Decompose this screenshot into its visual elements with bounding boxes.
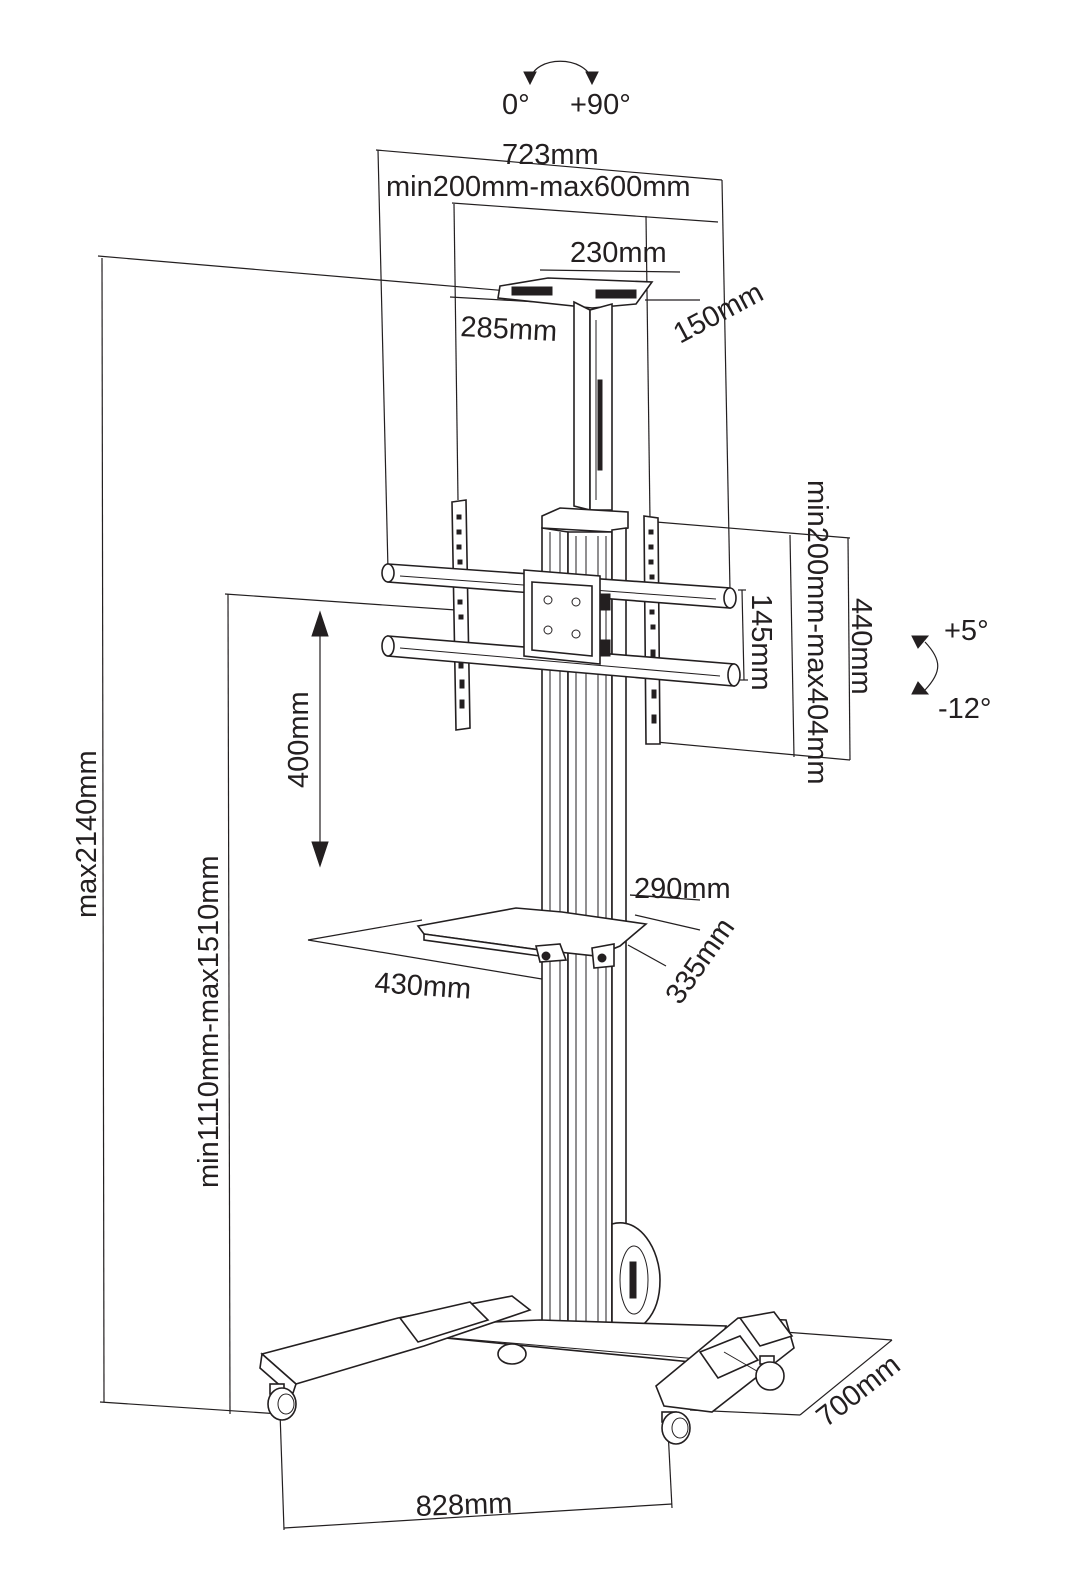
- caster-front-right: [661, 1411, 691, 1445]
- label-vesa-horizontal: min200mm-max600mm: [386, 171, 691, 203]
- top-plate: [497, 277, 654, 309]
- rotation-90-label: +90°: [570, 89, 631, 121]
- rotation-arrow-right-icon: [585, 71, 599, 86]
- upper-column: [573, 300, 613, 512]
- rotation-arrow-left-icon: [523, 71, 537, 86]
- tilt-indicator: +5° -12°: [911, 615, 992, 725]
- rotation-arc-icon: [529, 60, 593, 81]
- dimension-labels: 723mm min200mm-max600mm 230mm 150mm 285m…: [71, 139, 907, 1523]
- tilt-up-label: +5°: [944, 615, 989, 647]
- label-440mm: 440mm: [845, 598, 877, 695]
- label-828mm: 828mm: [415, 1488, 513, 1523]
- label-max2140mm: max2140mm: [71, 750, 103, 918]
- caster-rear-left: [497, 1343, 527, 1365]
- base: [259, 1295, 795, 1413]
- dimension-lines: [97, 149, 893, 1531]
- counterweight: [611, 1222, 661, 1335]
- tilt-arrow-down-icon: [911, 681, 930, 695]
- label-430mm: 430mm: [374, 967, 473, 1006]
- label-700mm: 700mm: [811, 1349, 907, 1434]
- shelf: [416, 907, 648, 969]
- caster-front-left: [267, 1383, 297, 1421]
- travel-arrow-up-icon: [311, 610, 329, 637]
- label-400mm: 400mm: [283, 691, 315, 788]
- travel-arrow-down-icon: [311, 841, 329, 868]
- rotation-indicator: 0° +90°: [502, 60, 631, 121]
- stand-drawing: [259, 277, 795, 1445]
- mount-plate: [523, 569, 611, 665]
- label-723mm: 723mm: [502, 139, 599, 171]
- label-290mm: 290mm: [634, 873, 731, 905]
- tilt-down-label: -12°: [938, 693, 992, 725]
- label-vesa-vertical: min200mm-max404mm: [801, 480, 833, 785]
- tilt-arrow-up-icon: [911, 635, 930, 649]
- label-230mm: 230mm: [570, 237, 667, 269]
- label-335mm: 335mm: [660, 912, 742, 1010]
- tilt-arc-icon: [924, 641, 939, 691]
- label-145mm: 145mm: [745, 594, 777, 691]
- vesa-bracket-right: [643, 515, 661, 745]
- label-mount-height: min1110mm-max1510mm: [193, 855, 225, 1188]
- rail-bottom: [381, 635, 741, 687]
- vesa-bracket-left: [451, 499, 471, 731]
- label-150mm: 150mm: [668, 277, 768, 351]
- label-285mm: 285mm: [460, 311, 558, 348]
- rotation-0-label: 0°: [502, 89, 530, 121]
- caster-rear-right: [755, 1355, 785, 1391]
